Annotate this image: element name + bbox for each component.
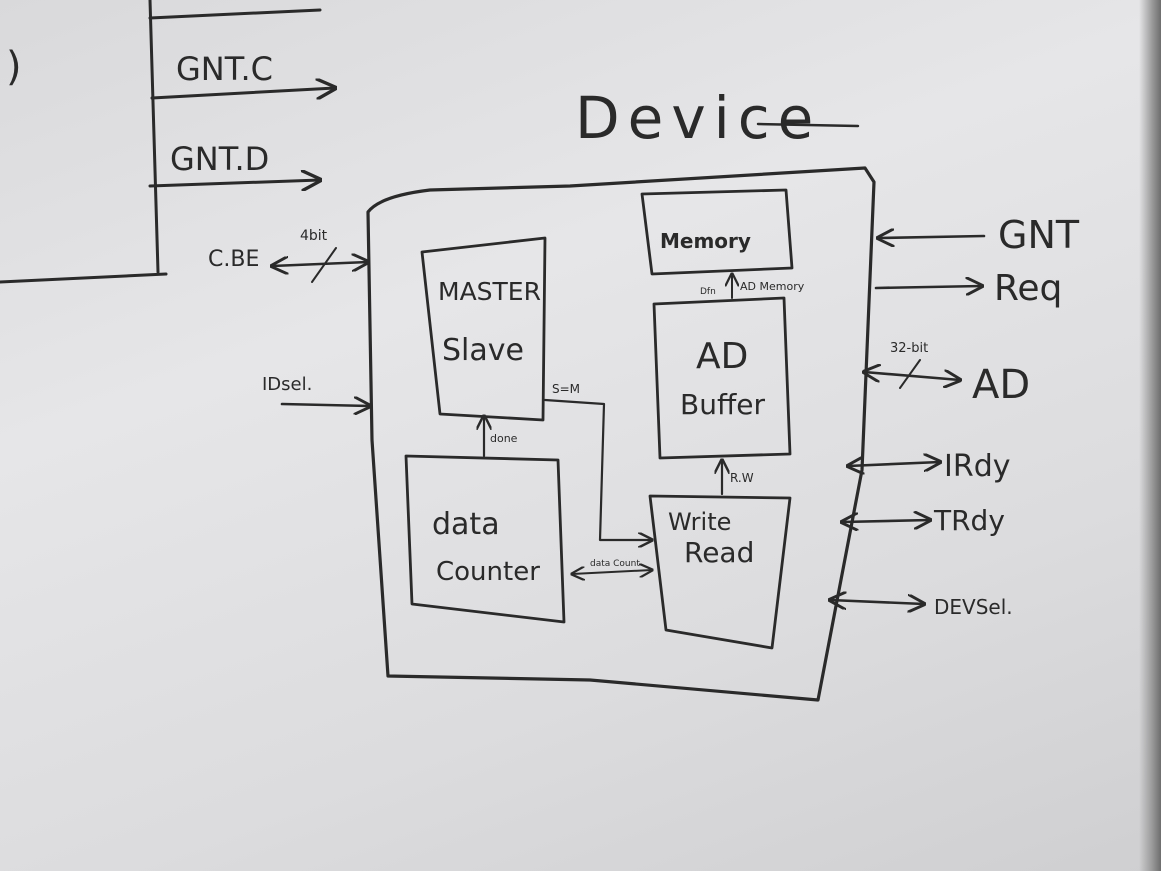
master-label: MASTER (438, 277, 541, 306)
memory-box (640, 188, 794, 276)
idsel-label: IDsel. (262, 374, 312, 395)
gnt-d-label: GNT.D (170, 140, 269, 178)
req-arrow (874, 286, 982, 288)
ad-memory-label: AD Memory (740, 280, 805, 293)
devsel-arrow (830, 600, 924, 604)
partial-mark: ) (6, 44, 22, 90)
gnt-arrow (878, 236, 986, 238)
trdy-arrow (842, 520, 930, 522)
ad-memory-prefix: Dfn (700, 287, 716, 297)
irdy-label: IRdy (944, 449, 1011, 484)
ad-label: AD (696, 336, 748, 377)
s-m-label: S=M (552, 382, 580, 396)
ad-bus-arrow (864, 372, 960, 380)
cbe-bus-slash (311, 247, 337, 283)
read-label: Read (684, 536, 754, 569)
device-boundary (366, 166, 876, 702)
cbe-width-label: 4bit (300, 228, 328, 244)
idsel-arrow (280, 404, 370, 406)
devsel-label: DEVSel. (934, 595, 1013, 619)
write-read-box (648, 494, 792, 650)
title-underline (756, 122, 860, 128)
list-bottom-line (0, 272, 168, 284)
trdy-label: TRdy (933, 504, 1005, 537)
counter-label: Counter (436, 557, 540, 587)
cbe-label: C.BE (208, 247, 259, 272)
gnt-c-arrow (150, 88, 335, 98)
irdy-arrow (848, 462, 940, 466)
gnt-d-arrow (148, 180, 320, 186)
master-slave-box (420, 236, 547, 422)
board-frame-edge (1139, 0, 1161, 871)
ad-bus-slash (899, 359, 921, 389)
gnt-c-label: GNT.C (176, 50, 273, 88)
list-row-line (148, 8, 322, 20)
cbe-arrow (272, 262, 368, 266)
done-label: done (490, 432, 518, 445)
data-label: data (432, 507, 500, 542)
ad-buffer-box (652, 296, 792, 460)
gnt-label: GNT (998, 213, 1080, 257)
device-title: Device (575, 84, 821, 152)
ad-signal-label: AD (972, 362, 1030, 408)
list-divider-line (148, 0, 160, 274)
memory-label: Memory (660, 229, 751, 253)
req-label: Req (994, 268, 1062, 309)
slave-label: Slave (442, 333, 524, 368)
write-label: Write (668, 508, 731, 536)
data-counter-box (404, 454, 566, 624)
s-m-arrow (543, 398, 652, 540)
data-count-arrow (572, 570, 652, 574)
data-count-label: data Count (590, 559, 640, 569)
buffer-label: Buffer (680, 388, 765, 421)
ad-width-label: 32-bit (890, 341, 928, 356)
r-w-label: R.W (730, 471, 754, 485)
